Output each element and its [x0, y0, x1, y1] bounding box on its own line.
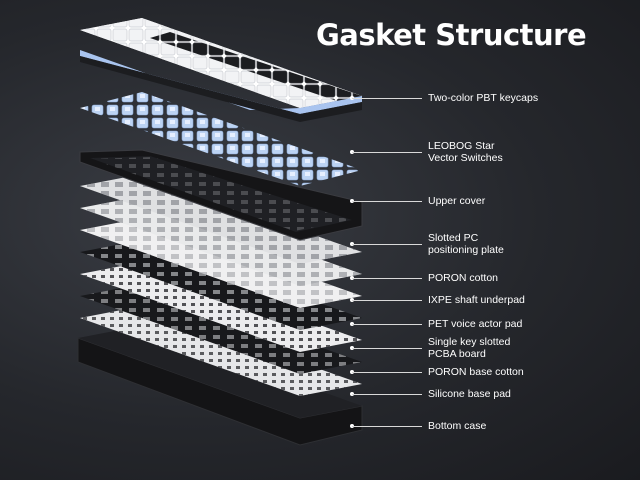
callout-line — [352, 324, 422, 325]
layer-upper-cover — [79, 149, 363, 241]
callout-upper-cover: Upper cover — [350, 187, 640, 215]
callout-line — [352, 300, 422, 301]
layer-bottom-case — [77, 326, 363, 446]
callout-label: Silicone base pad — [428, 388, 511, 400]
callout-label: Single key slotted PCBA board — [428, 336, 511, 360]
callout-poron-base: PORON base cotton — [350, 358, 640, 386]
callout-pet-pad: PET voice actor pad — [350, 310, 640, 338]
callout-line — [352, 394, 422, 395]
callout-line — [352, 372, 422, 373]
layer-ixpe-pad — [80, 218, 362, 308]
callout-bottom-case: Bottom case — [350, 412, 640, 440]
callout-line — [352, 426, 422, 427]
callout-label: Bottom case — [428, 420, 487, 432]
layer-switches — [80, 92, 362, 186]
callout-label: IXPE shaft underpad — [428, 294, 525, 306]
callout-label: Upper cover — [428, 195, 486, 207]
callout-label: Slotted PC positioning plate — [428, 232, 504, 256]
callout-line — [352, 201, 422, 202]
callout-line — [352, 348, 422, 349]
callout-keycaps: Two-color PBT keycaps — [350, 84, 640, 112]
layer-silicone-pad — [80, 306, 362, 396]
callout-label: PORON cotton — [428, 272, 499, 284]
layer-keycaps — [80, 18, 362, 122]
layer-poron-cotton — [80, 196, 362, 286]
layer-pet-pad — [80, 240, 362, 330]
callout-line — [352, 244, 422, 245]
callout-label: LEOBOG Star Vector Switches — [428, 140, 503, 164]
layer-pcba — [80, 262, 362, 352]
callout-label: Two-color PBT keycaps — [428, 92, 539, 104]
callout-poron-cotton: PORON cotton — [350, 264, 640, 292]
callout-pcba: Single key slotted PCBA board — [350, 334, 640, 362]
layer-poron-base — [80, 284, 362, 374]
layer-pc-plate — [80, 174, 362, 264]
callout-ixpe-pad: IXPE shaft underpad — [350, 286, 640, 314]
callout-line — [352, 278, 422, 279]
callout-label: PORON base cotton — [428, 366, 524, 378]
callout-line — [352, 98, 422, 99]
callout-silicone-pad: Silicone base pad — [350, 380, 640, 408]
callout-switches: LEOBOG Star Vector Switches — [350, 138, 640, 166]
callout-line — [352, 152, 422, 153]
callout-label: PET voice actor pad — [428, 318, 523, 330]
page-title: Gasket Structure — [316, 18, 587, 52]
callout-pc-plate: Slotted PC positioning plate — [350, 230, 640, 258]
